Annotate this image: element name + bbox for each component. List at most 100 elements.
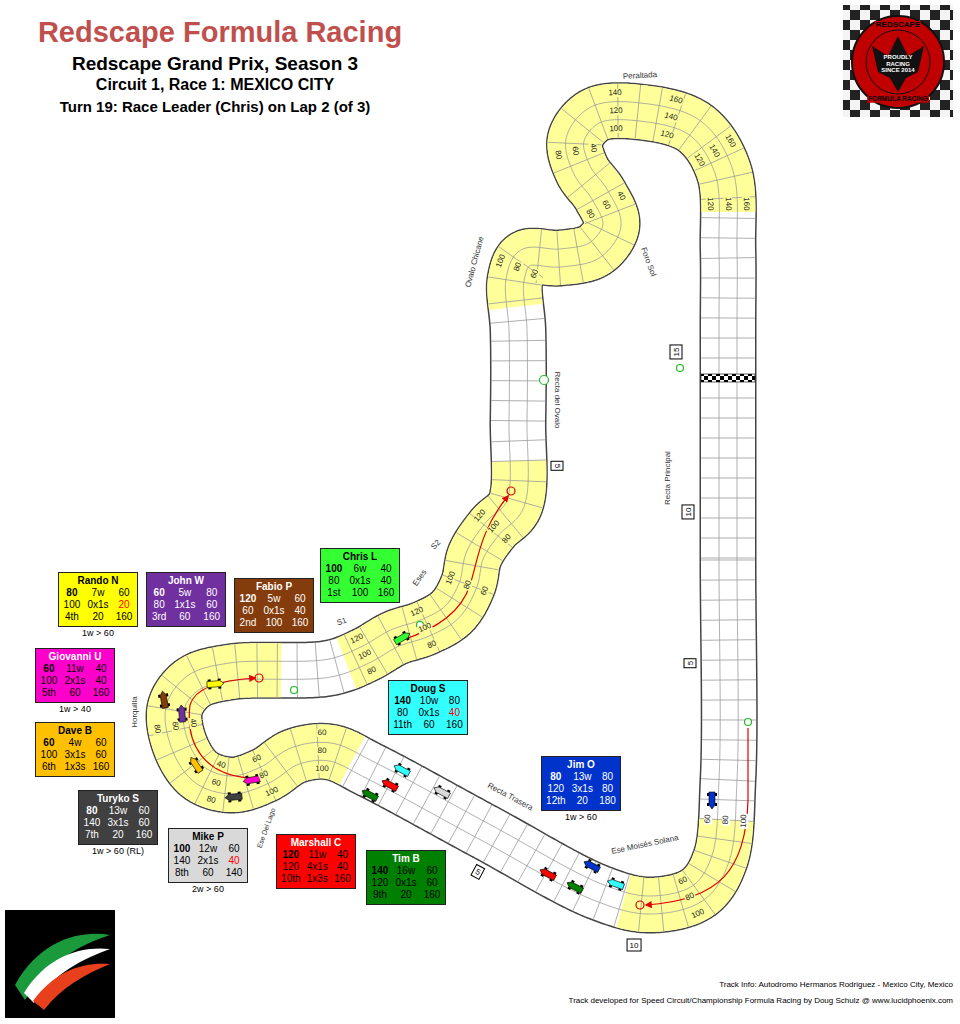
stat-cell: 60 xyxy=(92,749,110,761)
track-space xyxy=(701,297,755,298)
driver-name: Giovanni U xyxy=(40,651,110,663)
track-space xyxy=(491,340,545,342)
stat-cell: 100 xyxy=(349,587,371,599)
track-space xyxy=(701,358,755,359)
stat-cell: 0x1s xyxy=(395,877,417,889)
track-space xyxy=(277,643,278,697)
stat-cell: 4x1s xyxy=(307,861,328,873)
corner-zone xyxy=(514,111,728,307)
stat-cell: 60 xyxy=(239,605,257,617)
stat-cell: 60 xyxy=(40,737,58,749)
speed-number: 60 xyxy=(170,720,180,732)
stat-cell: 3x1s xyxy=(64,749,86,761)
stat-cell: 80 xyxy=(325,575,343,587)
track-space xyxy=(449,796,475,843)
stat-cell: 1x3s xyxy=(307,873,328,885)
track-space xyxy=(679,106,711,150)
race-car xyxy=(707,792,717,809)
lane-line xyxy=(183,120,720,896)
stat-cell: 13w xyxy=(572,771,593,783)
stat-cell: 60 xyxy=(92,737,110,749)
stat-cell: 100 xyxy=(325,563,343,575)
card-note: 1w > 40 xyxy=(26,704,124,714)
marker-number: 5 xyxy=(686,661,695,665)
track-space xyxy=(491,360,545,361)
track-space xyxy=(701,619,755,621)
track-space xyxy=(635,85,641,139)
move-arrow xyxy=(189,678,255,778)
stat-grid: 1205w60600x1s402nd100160 xyxy=(239,593,309,629)
track-space xyxy=(488,298,542,304)
stat-cell: 160 xyxy=(446,719,463,731)
series-logo xyxy=(5,910,115,1018)
speed-number: 100 xyxy=(314,765,329,773)
logo-text: FORMULA RACING xyxy=(867,96,929,103)
stat-cell: 6th xyxy=(40,761,58,773)
stat-cell: 40 xyxy=(291,605,309,617)
track-name: Foro Sol xyxy=(639,246,657,277)
move-arrow xyxy=(646,728,748,905)
stat-cell: 60 xyxy=(64,687,86,699)
track-space xyxy=(501,825,528,872)
driver-name: Chris L xyxy=(325,551,395,563)
move-arrows xyxy=(189,487,748,909)
stat-cell: 5th xyxy=(40,687,58,699)
stat-cell: 11w xyxy=(307,849,328,861)
race-car xyxy=(360,786,380,803)
stat-cell: 40 xyxy=(377,563,395,575)
race-car xyxy=(380,776,400,793)
stat-cell: 160 xyxy=(423,889,441,901)
track-space xyxy=(589,88,608,139)
stat-grid: 14016w601200x1s609th20160 xyxy=(371,865,441,901)
driver-name: Tim B xyxy=(371,853,441,865)
stat-cell: 60 xyxy=(423,865,441,877)
race-car xyxy=(225,791,243,802)
track-space xyxy=(585,221,634,244)
stat-cell: 160 xyxy=(377,587,395,599)
race-car xyxy=(538,865,558,882)
track-name: Horquilla xyxy=(131,696,139,728)
stat-cell: 120 xyxy=(371,877,389,889)
footer-note: Track developed for Speed Circuit/Champi… xyxy=(569,997,953,1005)
driver-card: Dave B604w601003x1s606th1x3s160 xyxy=(35,722,115,777)
stat-grid: 604w601003x1s606th1x3s160 xyxy=(40,737,110,773)
stat-cell: 10w xyxy=(418,695,440,707)
target-dot xyxy=(255,674,263,682)
speed-number: 60 xyxy=(704,813,713,824)
stat-cell: 3x1s xyxy=(572,783,593,795)
track-space xyxy=(343,739,369,786)
track-space xyxy=(148,706,201,715)
stat-cell: 40 xyxy=(446,707,463,719)
track-space xyxy=(701,257,755,259)
stat-cell: 60 xyxy=(135,817,153,829)
stat-cell: 1st xyxy=(325,587,343,599)
stat-cell: 60 xyxy=(197,867,219,879)
track-space xyxy=(701,338,755,339)
stat-cell: 60 xyxy=(40,663,58,675)
stat-cell: 120 xyxy=(546,783,566,795)
stat-cell: 80 xyxy=(599,783,616,795)
stat-cell: 20 xyxy=(572,795,593,807)
driver-name: Doug S xyxy=(393,683,463,695)
track-space xyxy=(436,588,482,617)
track-space xyxy=(466,805,492,853)
track-space xyxy=(557,231,561,285)
stat-cell: 80 xyxy=(83,805,101,817)
stat-grid: 8013w601403x1s607th20160 xyxy=(83,805,153,841)
stat-grid: 10012w601402x1s408th60140 xyxy=(173,843,243,879)
track-space xyxy=(639,878,644,932)
track-space xyxy=(701,458,755,459)
driver-name: Rando N xyxy=(63,575,133,587)
stat-cell: 80 xyxy=(446,695,463,707)
footer-note: Track Info: Autodromo Hermanos Rodriguez… xyxy=(719,981,953,989)
track-space xyxy=(574,229,583,282)
stat-cell: 40 xyxy=(334,861,351,873)
stat-cell: 40 xyxy=(334,849,351,861)
track-space xyxy=(593,869,612,920)
corner-zone xyxy=(174,670,352,785)
stat-cell: 100 xyxy=(263,617,285,629)
start-dot xyxy=(745,719,752,726)
driver-card: Jim O8013w801203x1s8012th201801w > 60 xyxy=(541,756,621,811)
speed-number: 140 xyxy=(608,88,624,96)
